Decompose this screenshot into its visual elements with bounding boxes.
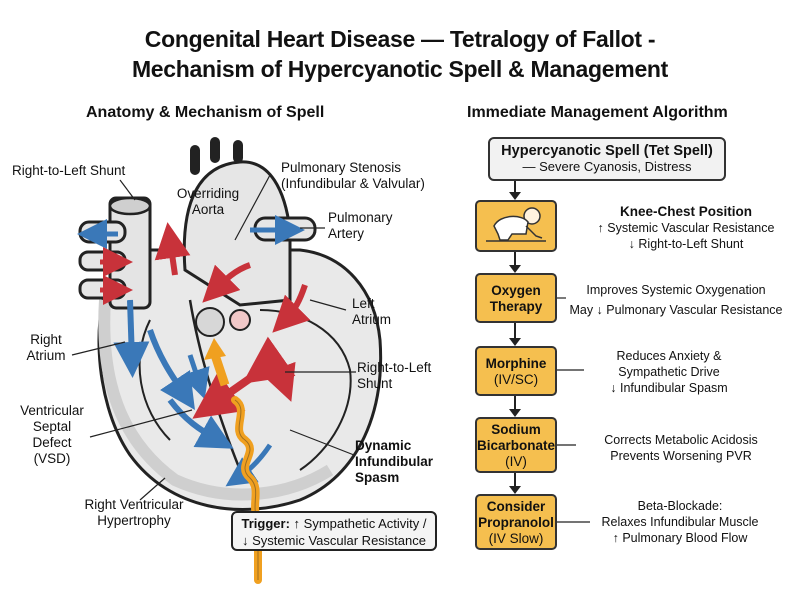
step-oxygen: Oxygen Therapy <box>475 273 557 323</box>
desc-sodium-bicarbonate: Corrects Metabolic Acidosis Prevents Wor… <box>576 432 786 464</box>
step5-title-1: Consider <box>486 499 546 514</box>
trigger-label: Trigger: <box>241 516 290 531</box>
step4-title-3: (IV) <box>505 454 527 469</box>
label-pulmonary-artery: Pulmonary Artery <box>328 210 393 241</box>
step5-desc-1: Beta-Blockade: <box>637 499 723 513</box>
flow-arrow-4 <box>509 396 521 417</box>
blue-flow-4 <box>167 398 234 449</box>
step2-title-1: Oxygen <box>491 283 541 298</box>
rv-wall <box>98 299 334 501</box>
step4-title-1: Sodium <box>491 422 541 437</box>
blue-flow-6 <box>225 443 273 487</box>
shunt-double-arrow <box>192 336 296 419</box>
step4-desc-1: Corrects Metabolic Acidosis <box>604 433 758 447</box>
step-propranolol: Consider Propranolol (IV Slow) <box>475 494 557 550</box>
step5-title-2: Propranolol <box>478 515 554 530</box>
title-line-2: Mechanism of Hypercyanotic Spell & Manag… <box>131 56 669 82</box>
flow-arrow-3 <box>509 323 521 346</box>
step3-desc-2: Sympathetic Drive <box>618 365 720 379</box>
step3-desc-1: Reduces Anxiety & <box>616 349 722 363</box>
red-flow-4 <box>202 262 252 303</box>
step5-desc-3: ↑ Pulmonary Blood Flow <box>612 531 748 545</box>
step3-title-1: Morphine <box>485 356 547 371</box>
step-morphine: Morphine (IV/SC) <box>475 346 557 396</box>
step4-title-2: Bicarbonate <box>477 438 556 453</box>
desc-oxygen: Improves Systemic Oxygenation May ↓ Pulm… <box>566 282 786 318</box>
start-subtitle: — Severe Cyanosis, Distress <box>522 159 692 174</box>
step4-desc-2: Prevents Worsening PVR <box>610 449 752 463</box>
label-right-atrium: Right Atrium <box>26 332 66 363</box>
label-rvh: Right Ventricular Hypertrophy <box>84 497 184 528</box>
title-line-1: Congenital Heart Disease — Tetralogy of … <box>144 26 656 52</box>
step2-title-2: Therapy <box>489 299 543 314</box>
start-box: Hypercyanotic Spell (Tet Spell) — Severe… <box>488 137 726 181</box>
step3-title-2: (IV/SC) <box>493 372 539 387</box>
flow-arrow-1 <box>509 181 521 200</box>
red-flow-5 <box>272 284 311 333</box>
step-sodium-bicarbonate: Sodium Bicarbonate (IV) <box>475 417 557 473</box>
algorithm-heading: Immediate Management Algorithm <box>467 104 728 121</box>
trigger-line-1: ↑ Sympathetic Activity / <box>293 516 427 531</box>
step1-desc-2: ↓ Right-to-Left Shunt <box>628 237 744 251</box>
label-vsd: Ventricular Septal Defect (VSD) <box>20 403 84 466</box>
desc-knee-chest: Knee-Chest Position ↑ Systemic Vascular … <box>586 204 786 252</box>
anatomy-heading: Anatomy & Mechanism of Spell <box>86 104 325 121</box>
label-overriding-aorta: Overriding Aorta <box>176 186 240 217</box>
trigger-line-2: ↓ Systemic Vascular Resistance <box>242 533 426 548</box>
flow-arrow-5 <box>509 473 521 494</box>
step1-desc-1: ↑ Systemic Vascular Resistance <box>597 221 775 235</box>
label-rl-shunt-right: Right-to-Left Shunt <box>357 360 432 391</box>
flow-arrow-2 <box>509 252 521 273</box>
step5-title-3: (IV Slow) <box>488 531 544 546</box>
start-title: Hypercyanotic Spell (Tet Spell) <box>501 143 713 159</box>
blue-flow-2 <box>113 299 150 378</box>
label-pulmonary-stenosis: Pulmonary Stenosis (Infundibular & Valvu… <box>281 160 425 191</box>
baby-knee-chest-icon <box>486 207 546 242</box>
step3-desc-3: ↓ Infundibular Spasm <box>610 381 728 395</box>
label-left-atrium: Left Atrium <box>352 296 392 327</box>
label-dynamic-spasm: Dynamic Infundibular Spasm <box>355 438 433 485</box>
step5-desc-2: Relaxes Infundibular Muscle <box>601 515 759 529</box>
step2-desc-1: Improves Systemic Oxygenation <box>586 283 766 297</box>
desc-propranolol: Beta-Blockade: Relaxes Infundibular Musc… <box>590 498 770 546</box>
step2-desc-2: May ↓ Pulmonary Vascular Resistance <box>569 303 783 317</box>
label-rl-shunt-top: Right-to-Left Shunt <box>12 163 126 178</box>
trigger-box: Trigger: ↑ Sympathetic Activity / ↓ Syst… <box>231 511 437 551</box>
step1-title: Knee-Chest Position <box>619 204 752 219</box>
spasm-wave <box>231 396 262 584</box>
red-flow-3 <box>154 222 191 276</box>
desc-morphine: Reduces Anxiety & Sympathetic Drive ↓ In… <box>584 348 754 396</box>
